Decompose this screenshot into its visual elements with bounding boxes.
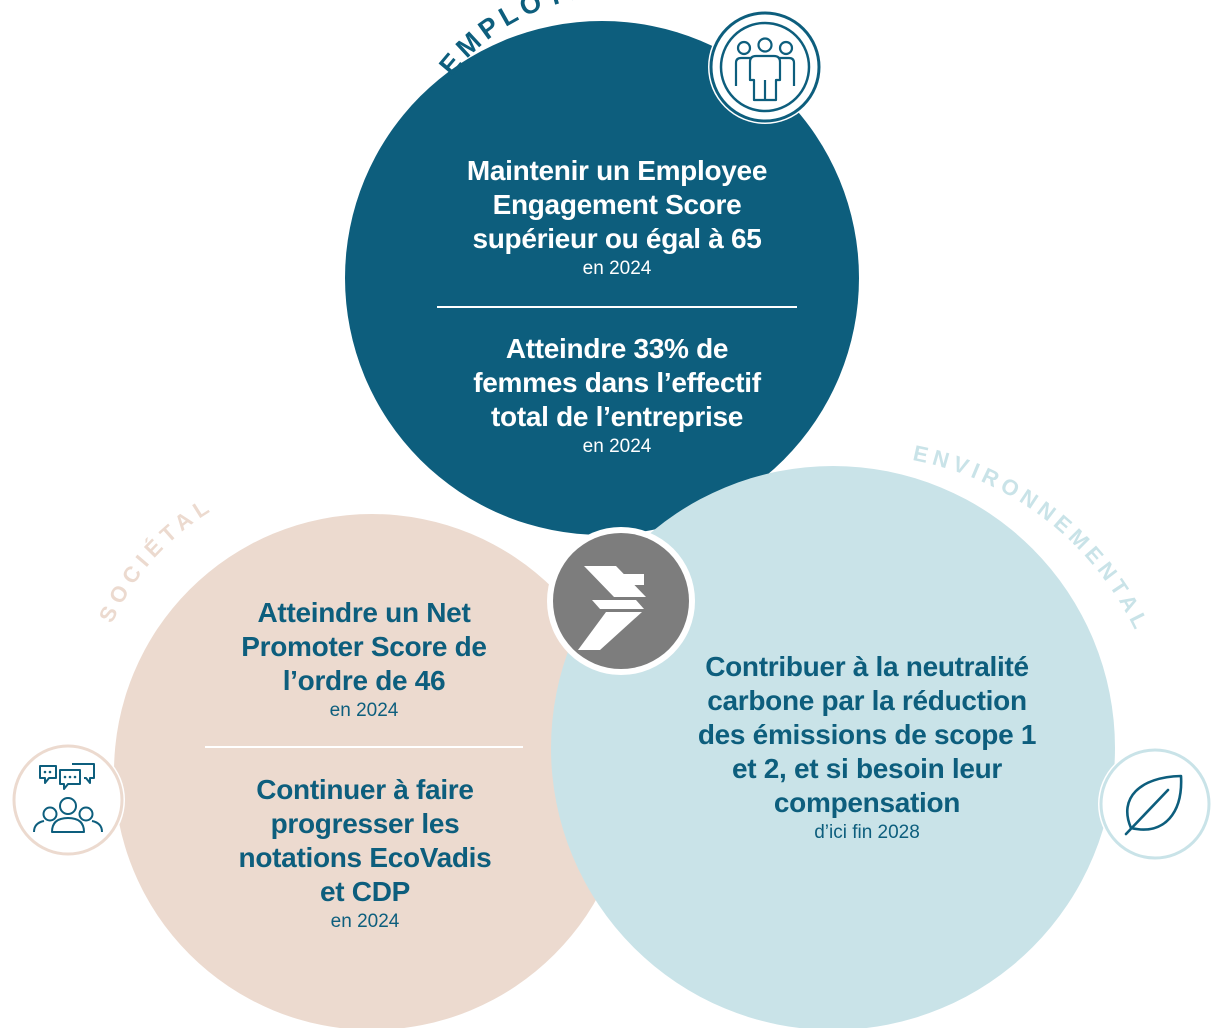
employer-divider: [437, 306, 797, 308]
people-discussion-icon: [11, 743, 125, 857]
societal-goal-nps-deadline: en 2024: [329, 700, 399, 721]
company-logo: [547, 527, 695, 675]
societal-circle: [114, 514, 630, 1028]
employer-goal-engagement-deadline: en 2024: [582, 258, 652, 279]
employer-circle: [345, 21, 859, 535]
societal-goals-2: Continuer à faire progresser les notatio…: [225, 773, 505, 934]
environmental-goal-carbon: Contribuer à la neutralité carbone par l…: [697, 651, 1037, 818]
societal-goals: Atteindre un Net Promoter Score de l’ord…: [213, 596, 515, 723]
employer-goal-engagement: Maintenir un Employee Engagement Score s…: [466, 155, 768, 254]
leaf-icon: [1098, 747, 1212, 861]
employer-goals: Maintenir un Employee Engagement Score s…: [432, 154, 802, 281]
employer-goals-2: Atteindre 33% de femmes dans l’effectif …: [452, 332, 782, 459]
societal-goal-ratings: Continuer à faire progresser les notatio…: [238, 774, 492, 907]
environmental-goals: Contribuer à la neutralité carbone par l…: [682, 650, 1052, 845]
employer-goal-women: Atteindre 33% de femmes dans l’effectif …: [473, 333, 761, 432]
societal-goal-ratings-deadline: en 2024: [330, 911, 400, 932]
group-of-people-icon: [708, 10, 822, 124]
employer-goal-women-deadline: en 2024: [582, 436, 652, 457]
societal-goal-nps: Atteindre un Net Promoter Score de l’ord…: [241, 597, 487, 696]
societal-divider: [205, 746, 523, 748]
environmental-goal-carbon-deadline: d’ici fin 2028: [814, 822, 920, 843]
